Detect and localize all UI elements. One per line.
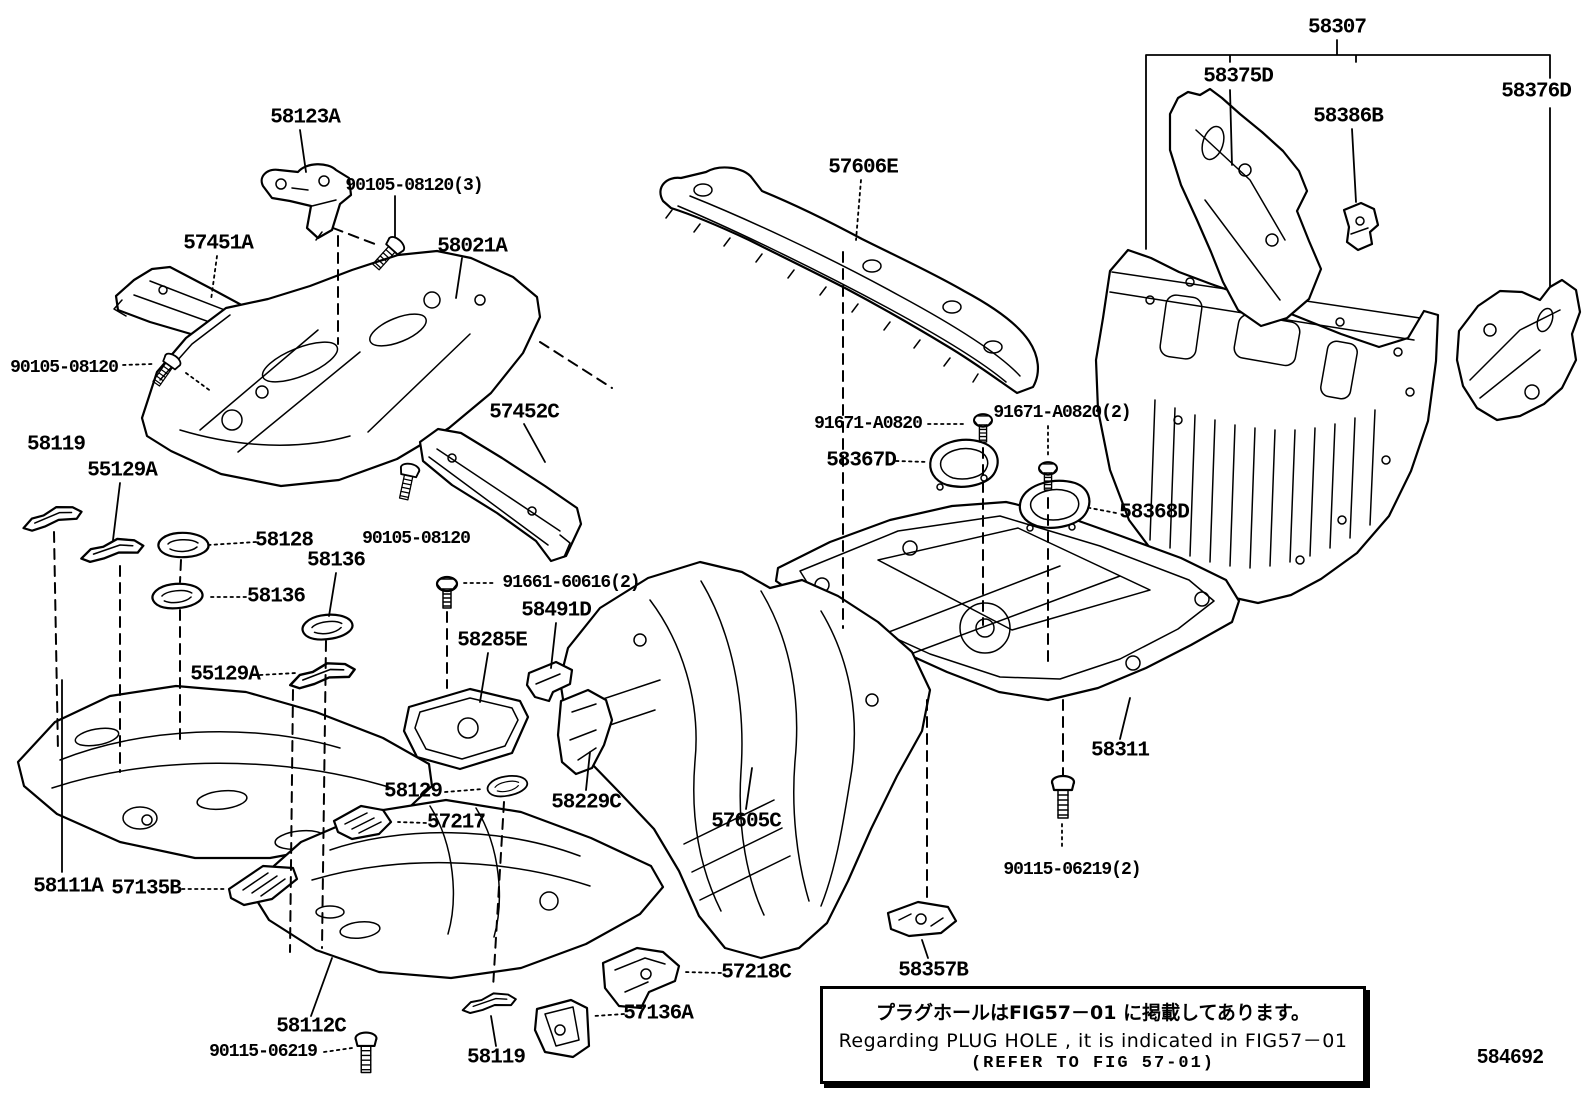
part-label-55129A: 55129A — [190, 663, 261, 687]
part-58128-clip — [157, 531, 210, 559]
part-label-58491D: 58491D — [521, 599, 592, 623]
part-label-58111A: 58111A — [33, 875, 104, 899]
part-label-91661-60616(2): 91661-60616(2) — [502, 573, 640, 593]
part-55129A-clip-lower — [286, 658, 358, 691]
part-90105-08120-bolt-center — [393, 461, 422, 502]
leader-lines-dashed — [53, 227, 1064, 989]
note-box: プラグホールはFIG57－01 に掲載してあります。 Regarding PLU… — [820, 986, 1366, 1084]
part-label-90115-06219(2): 90115-06219(2) — [1003, 860, 1141, 880]
part-58136-clip-right — [300, 611, 355, 643]
part-58357B-bracket — [886, 900, 958, 938]
part-label-58136: 58136 — [306, 549, 366, 573]
part-57217-bracket — [332, 804, 393, 841]
part-label-58129: 58129 — [383, 780, 443, 804]
part-label-58128: 58128 — [254, 529, 314, 553]
part-label-58375D: 58375D — [1203, 65, 1274, 89]
part-58123A-bracket — [260, 163, 353, 241]
part-label-57606E: 57606E — [828, 156, 899, 180]
part-58229C-bracket — [556, 688, 614, 776]
leader-lines-solid — [61, 89, 1357, 1047]
part-label-57218C: 57218C — [721, 961, 792, 985]
part-label-57217: 57217 — [426, 811, 486, 835]
part-label-58229C: 58229C — [551, 791, 622, 815]
part-label-58119: 58119 — [26, 433, 86, 457]
part-58119-clip-upper — [19, 501, 85, 534]
part-label-90105-08120: 90105-08120 — [10, 358, 119, 378]
part-57606E-crossmember — [659, 166, 1039, 395]
part-label-57136A: 57136A — [623, 1002, 694, 1026]
part-58129-clip — [485, 771, 530, 800]
part-58386B-bracket — [1342, 201, 1380, 252]
note-line-reference: (REFER TO FIG 57-01) — [970, 1053, 1216, 1073]
part-label-58368D: 58368D — [1119, 501, 1190, 525]
note-line-english: Regarding PLUG HOLE , it is indicated in… — [838, 1029, 1348, 1052]
part-58367D-plate — [929, 438, 999, 491]
part-57218C-plate — [601, 946, 681, 1010]
part-label-57451A: 57451A — [183, 232, 254, 256]
part-57136A-plate — [533, 998, 591, 1059]
part-58119-clip-lower — [460, 990, 518, 1015]
part-label-58136: 58136 — [246, 585, 306, 609]
part-57452C-rail — [418, 427, 583, 563]
part-label-91671-A0820: 91671-A0820 — [814, 414, 923, 434]
part-label-55129A: 55129A — [87, 459, 158, 483]
part-label-57135B: 57135B — [111, 877, 182, 901]
part-label-91671-A0820(2): 91671-A0820(2) — [993, 403, 1131, 423]
part-91671-A0820-bolt — [973, 413, 993, 443]
figure-number: 584692 — [1477, 1046, 1544, 1068]
part-label-58386B: 58386B — [1313, 105, 1384, 129]
part-91661-60616-bolt — [435, 575, 459, 610]
part-label-90105-08120: 90105-08120 — [362, 529, 471, 549]
note-line-japanese: プラグホールはFIG57－01 に掲載してあります。 — [875, 1001, 1311, 1024]
part-label-58123A: 58123A — [270, 106, 341, 130]
part-58285E-plate — [402, 687, 530, 771]
part-58376D-bracket — [1455, 278, 1582, 422]
part-58112C-floor-pan — [247, 798, 665, 980]
part-label-58285E: 58285E — [457, 629, 528, 653]
part-57605C-center-floor-pan — [558, 560, 932, 960]
leader-lines-dotted — [122, 179, 1117, 1053]
part-label-58311: 58311 — [1090, 739, 1150, 763]
part-label-90115-06219: 90115-06219 — [209, 1042, 318, 1062]
part-58136-clip-left — [150, 580, 205, 611]
part-label-90105-08120(3): 90105-08120(3) — [345, 176, 483, 196]
part-58021A-front-floor-pan — [140, 249, 542, 488]
part-label-58357B: 58357B — [898, 959, 969, 983]
part-57135B-bracket — [227, 864, 299, 907]
part-58111A-floor-pan — [16, 684, 434, 860]
part-label-57605C: 57605C — [711, 810, 782, 834]
part-label-57452C: 57452C — [489, 401, 560, 425]
part-58375D-panel — [1168, 87, 1323, 328]
part-58307-lower-back-panel — [1094, 248, 1440, 605]
part-label-58367D: 58367D — [826, 449, 897, 473]
part-55129A-clip-upper — [78, 535, 146, 564]
part-label-58021A: 58021A — [437, 235, 508, 259]
part-90115-06219-bolt-bottom — [354, 1031, 378, 1074]
part-58491D-bracket — [525, 660, 574, 703]
part-label-58112C: 58112C — [276, 1015, 347, 1039]
part-label-58119: 58119 — [466, 1046, 526, 1070]
part-90115-06219-bolt-right — [1050, 774, 1076, 820]
part-label-58376D: 58376D — [1501, 80, 1572, 104]
callout-58307-bracket — [1145, 39, 1551, 287]
part-label-58307: 58307 — [1307, 16, 1367, 40]
